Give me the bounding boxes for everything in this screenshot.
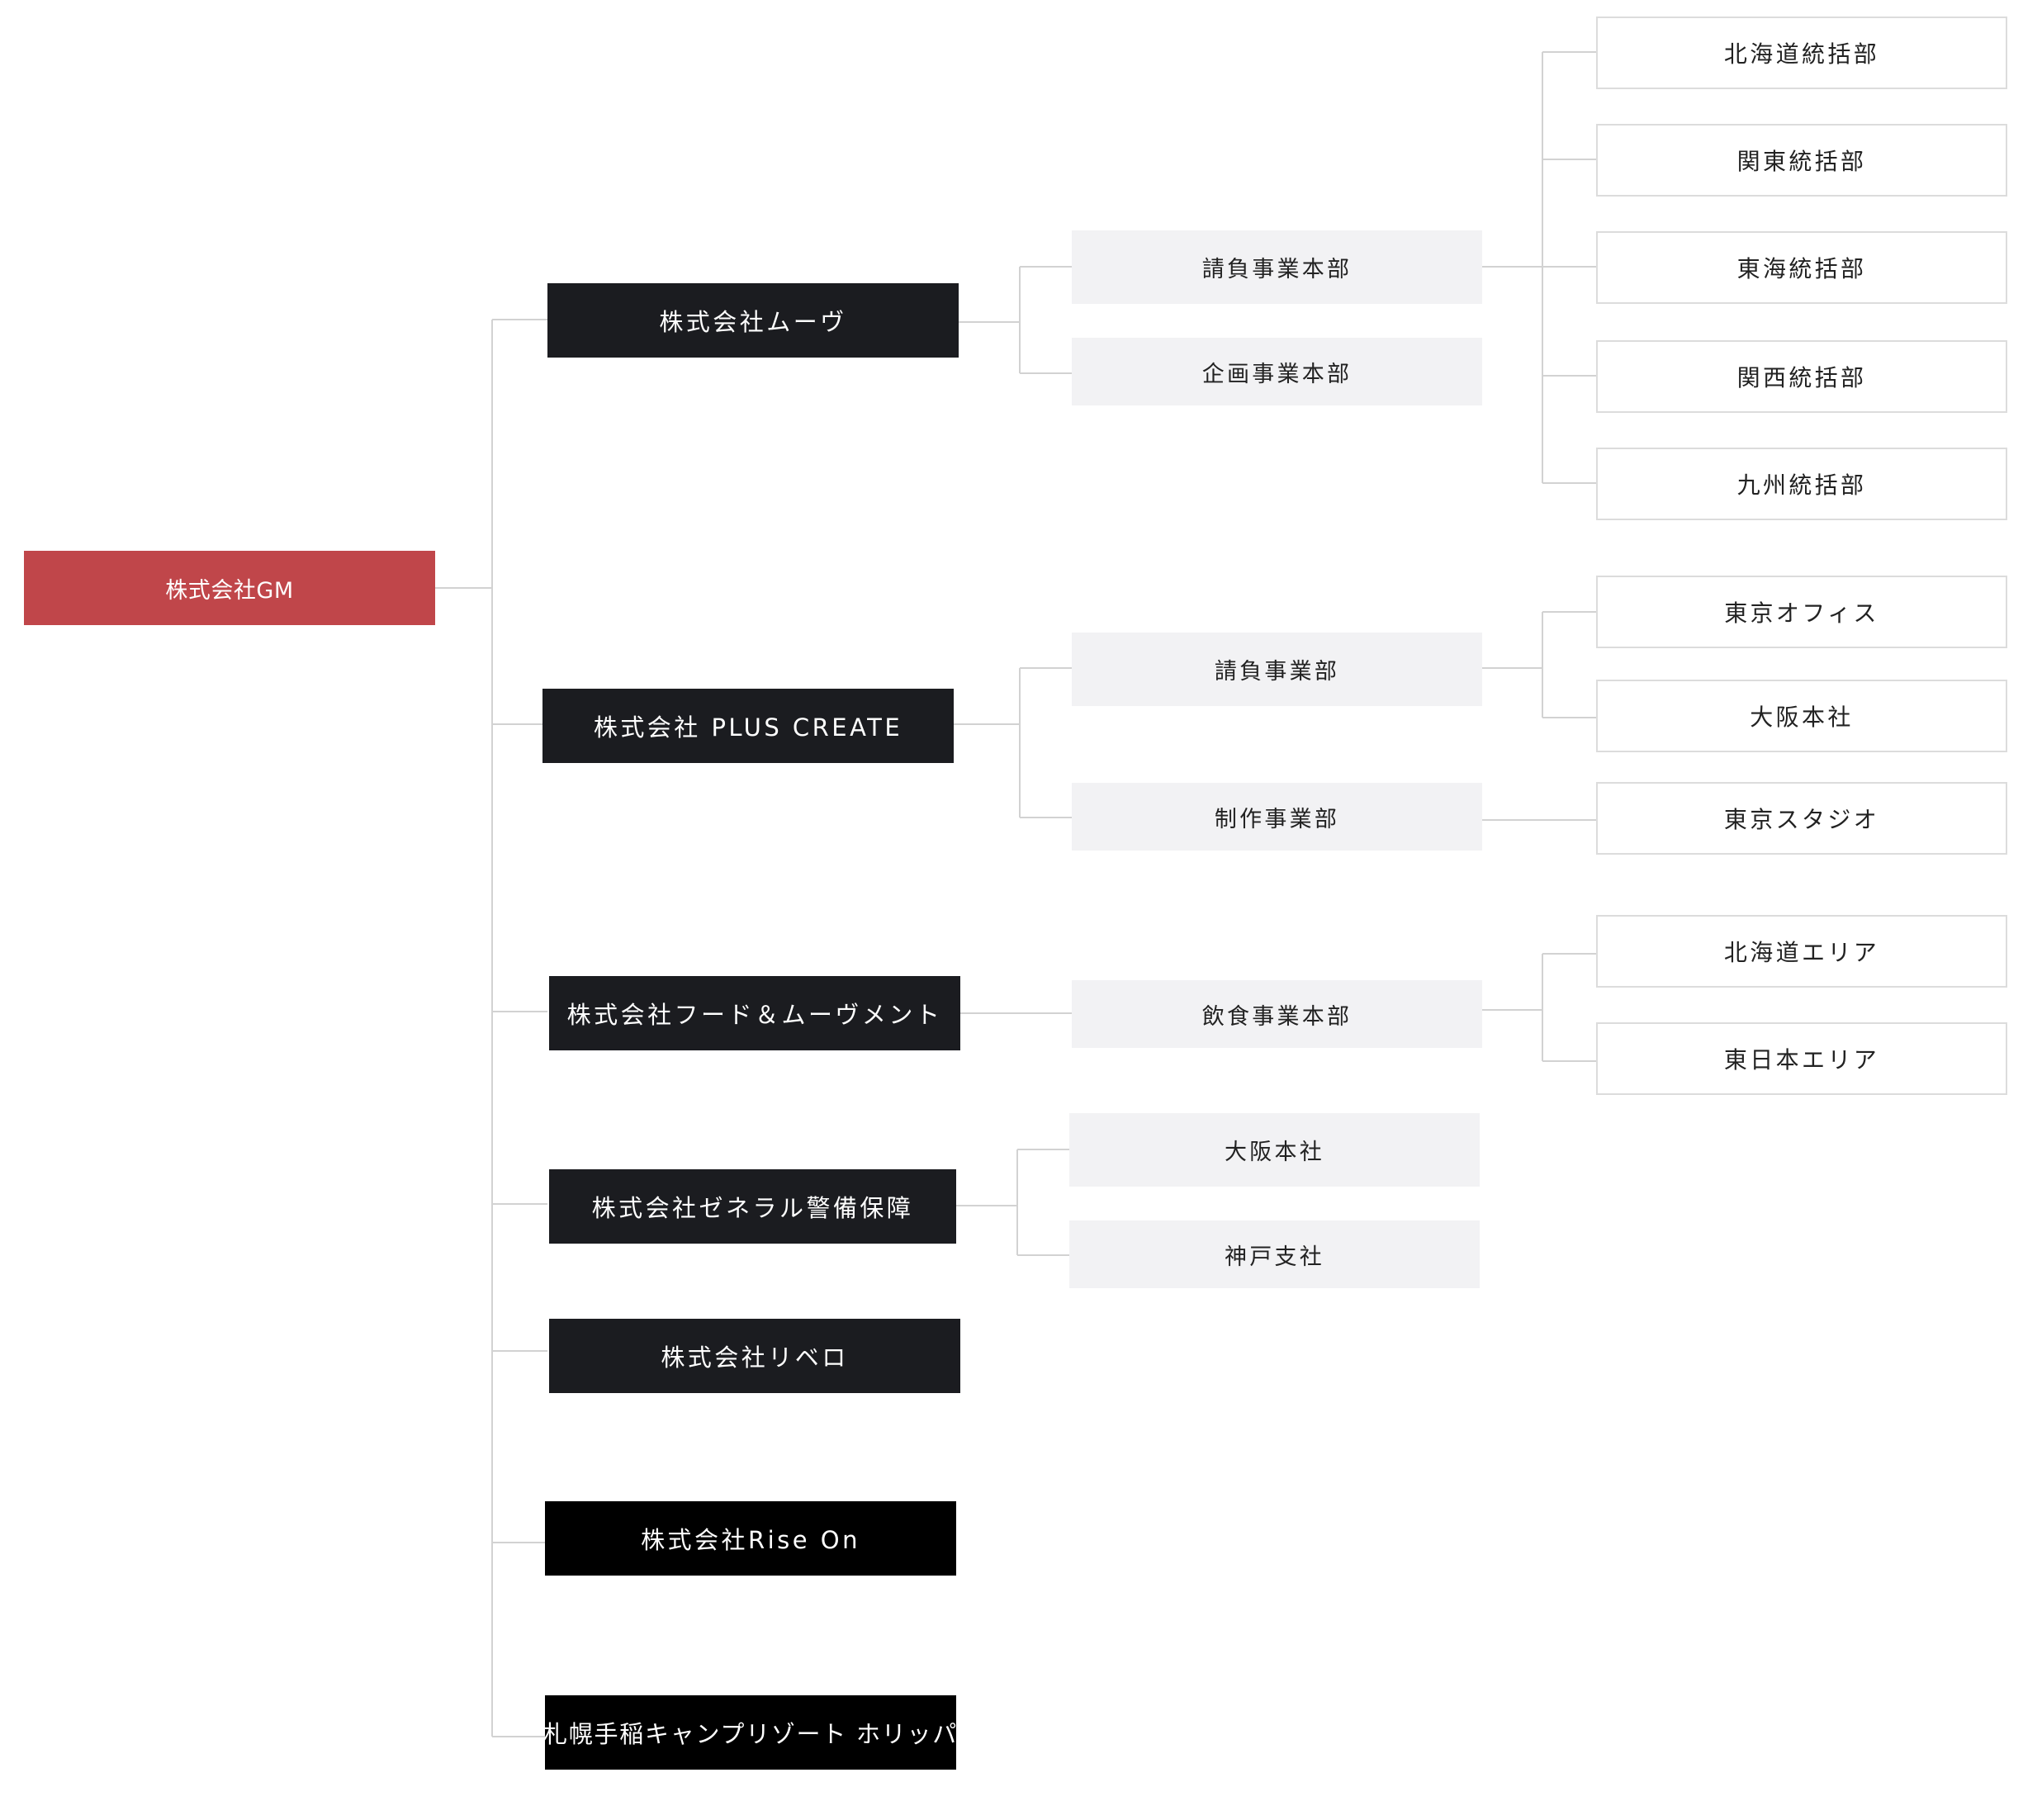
node-label: 企画事業本部 — [1201, 361, 1353, 387]
department-node: 企画事業本部 — [1072, 338, 1482, 405]
node-label: 北海道エリア — [1723, 939, 1880, 966]
node-label: 大阪本社 — [1750, 704, 1854, 731]
company-node-horippa: 札幌手稲キャンプリゾート ホリッパ — [543, 1695, 958, 1770]
node-label: 札幌手稲キャンプリゾート ホリッパ — [543, 1720, 958, 1748]
node-label: 請負事業部 — [1214, 659, 1340, 685]
root-company-node: 株式会社GM — [24, 551, 435, 625]
branch-node: 東京スタジオ — [1596, 782, 2007, 855]
department-node: 大阪本社 — [1069, 1113, 1480, 1187]
node-label: 大阪本社 — [1225, 1140, 1324, 1165]
node-label: 九州統括部 — [1736, 472, 1867, 499]
node-label: 株式会社ゼネラル警備保障 — [591, 1194, 914, 1222]
branch-node: 東京オフィス — [1596, 576, 2007, 648]
branch-node: 北海道エリア — [1596, 915, 2007, 988]
company-node-general-security: 株式会社ゼネラル警備保障 — [549, 1169, 956, 1244]
node-label: 北海道統括部 — [1723, 40, 1880, 68]
department-node: 制作事業部 — [1072, 783, 1482, 851]
branch-node: 北海道統括部 — [1596, 17, 2007, 89]
branch-node: 大阪本社 — [1596, 680, 2007, 752]
company-node-move: 株式会社ムーヴ — [547, 283, 959, 358]
node-label: 東日本エリア — [1723, 1046, 1880, 1074]
node-label: 株式会社 PLUS CREATE — [593, 713, 903, 742]
node-label: 関東統括部 — [1736, 148, 1867, 175]
node-label: 東海統括部 — [1736, 255, 1867, 282]
branch-node: 東海統括部 — [1596, 231, 2007, 304]
node-label: 株式会社ムーヴ — [659, 308, 847, 336]
branch-node: 関東統括部 — [1596, 124, 2007, 197]
branch-node: 東日本エリア — [1596, 1022, 2007, 1095]
company-node-rise-on: 株式会社Rise On — [545, 1501, 956, 1576]
node-label: 神戸支社 — [1225, 1244, 1324, 1270]
node-label: 請負事業本部 — [1201, 257, 1353, 282]
node-label: 東京スタジオ — [1723, 806, 1880, 833]
department-node: 請負事業部 — [1072, 633, 1482, 706]
node-label: 株式会社フード＆ムーヴメント — [566, 1001, 943, 1029]
department-node: 神戸支社 — [1069, 1220, 1480, 1288]
company-node-food-movement: 株式会社フード＆ムーヴメント — [549, 976, 960, 1050]
node-label: 株式会社GM — [165, 577, 294, 604]
node-label: 制作事業部 — [1214, 806, 1340, 832]
node-label: 株式会社Rise On — [641, 1526, 860, 1554]
department-node: 飲食事業本部 — [1072, 980, 1482, 1048]
node-label: 関西統括部 — [1736, 364, 1867, 391]
node-label: 株式会社リベロ — [661, 1344, 849, 1372]
company-node-libero: 株式会社リベロ — [549, 1319, 960, 1393]
node-label: 東京オフィス — [1724, 600, 1879, 627]
company-node-plus-create: 株式会社 PLUS CREATE — [542, 689, 954, 763]
department-node: 請負事業本部 — [1072, 230, 1482, 304]
branch-node: 関西統括部 — [1596, 340, 2007, 413]
node-label: 飲食事業本部 — [1201, 1003, 1353, 1030]
branch-node: 九州統括部 — [1596, 448, 2007, 520]
